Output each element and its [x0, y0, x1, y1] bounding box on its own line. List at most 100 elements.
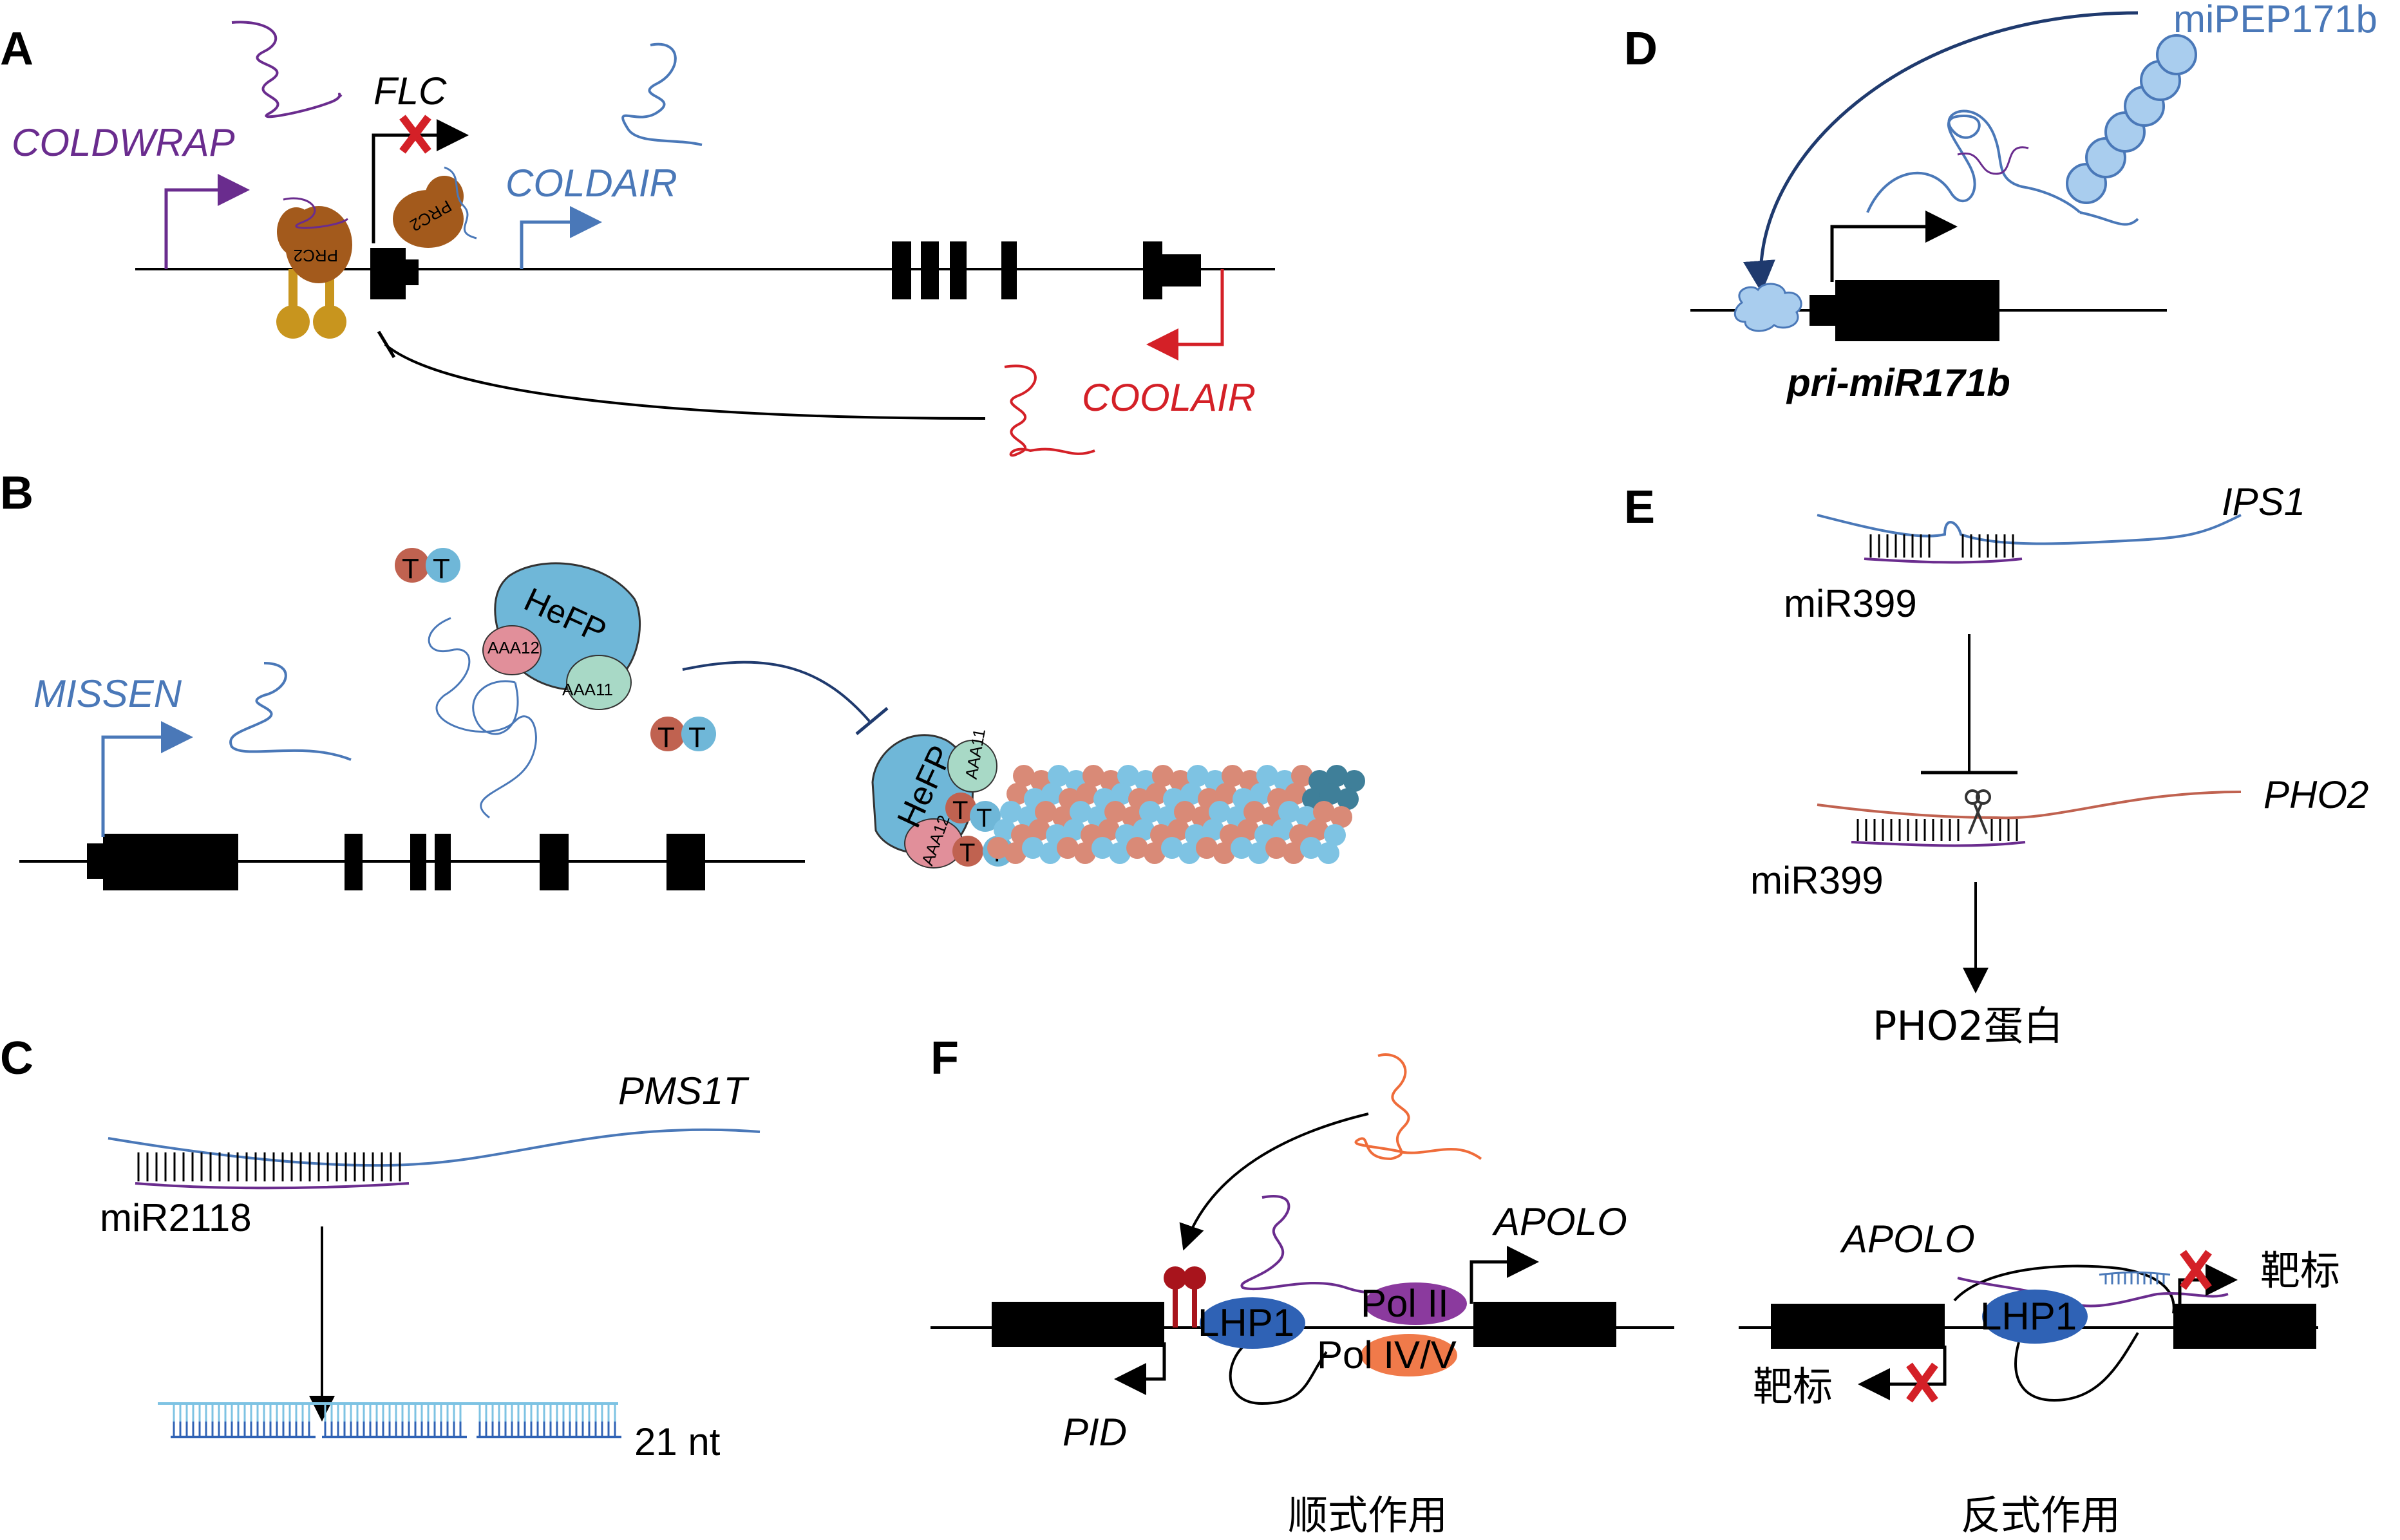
target-left-label: 靶标 [1753, 1363, 1833, 1410]
nucleosome-bead [1237, 819, 1259, 841]
coldwrap-rna-squiggle [231, 21, 343, 118]
nucleosome-bead [1337, 788, 1359, 810]
phasirna-products [158, 1402, 621, 1438]
mipep-rna-squiggle [1866, 109, 2081, 214]
flc-exon-2 [892, 241, 911, 299]
svg-text:T: T [688, 722, 706, 753]
pol2-blob [1364, 1282, 1467, 1325]
trans-right-tss-arrow [2178, 1264, 2238, 1304]
mir2118-label: miR2118 [100, 1196, 252, 1239]
panel-c: C PMS1T miR2118 21 nt [0, 1033, 761, 1463]
flc-label: FLC [373, 70, 447, 113]
ips1-label: IPS1 [2222, 480, 2305, 523]
lhp1-trans-label: LHP1 [1980, 1295, 2077, 1338]
t-pair-middle: T T [650, 717, 716, 753]
svg-text:T: T [433, 553, 450, 585]
panel-a: A FLC COLDWRAP COLDAIR COOLAIR [0, 21, 1275, 457]
missen-exon-6 [666, 834, 705, 890]
apolo-recruit-arrow [1179, 1113, 1369, 1251]
nucleosome-bead [1041, 783, 1063, 805]
nucleosome-bead [1074, 842, 1096, 864]
apolo-cis-label: APOLO [1492, 1200, 1627, 1243]
cleavage-scissors-icon [1965, 789, 1991, 834]
hefp-complex-free: HeFP AAA12 AAA11 [428, 562, 641, 819]
nucleosome-bead [1022, 837, 1044, 859]
nucleosome-bead [1318, 842, 1339, 864]
panel-b: B MISSEN HeFP AAA12 AAA11 T T [0, 467, 1365, 890]
nucleosome-bead [1005, 842, 1026, 864]
nucleosome-bead [994, 819, 1016, 841]
panel-e: E IPS1 miR399 PHO2 miR399 PHO2蛋白 [1624, 480, 2368, 1049]
svg-text:T: T [952, 796, 968, 825]
nucleosome-bead [1028, 819, 1050, 841]
mir2118-pairing-ticks [137, 1152, 401, 1181]
nucleosome-bead [1180, 783, 1202, 805]
missen-exon-4 [435, 834, 451, 890]
nucleosome-bead [1013, 765, 1035, 787]
nucleosome-bead [1243, 801, 1265, 823]
aaa12-label: AAA12 [487, 638, 540, 657]
coolair-repression-line [384, 343, 986, 420]
mir399-top-label: miR399 [1784, 582, 1917, 625]
nucleosome-bead [1330, 806, 1352, 828]
nucleosome-bead [1006, 783, 1028, 805]
nucleosome-bead [1222, 765, 1243, 787]
apolo-gene-box [1473, 1302, 1616, 1347]
nucleosome-bead [1343, 770, 1365, 792]
coolair-repression-bar [377, 330, 396, 359]
missen-exon-3 [410, 834, 426, 890]
nucleosome-bead [1256, 765, 1278, 787]
nucleosome-bead [1278, 801, 1300, 823]
panel-d-letter: D [1624, 23, 1658, 75]
coldwrap-label: COLDWRAP [12, 121, 235, 164]
nucleosome-bead [1283, 842, 1305, 864]
nucleosome-bead [1167, 819, 1189, 841]
lhp1-cis-label: LHP1 [1198, 1301, 1294, 1344]
trans-chromatin-loop [2014, 1331, 2139, 1402]
mir399-ips1-pairing-ticks [1869, 534, 2014, 558]
mir399-bottom-strand [1851, 841, 2026, 847]
nucleosome-bead [1196, 837, 1218, 859]
nt21-label: 21 nt [634, 1420, 721, 1463]
coldwrap-tss-arrow [164, 174, 250, 269]
nucleosome-bead [1098, 819, 1120, 841]
methylation-marks-icon [1164, 1266, 1206, 1328]
nucleosome-bead [1057, 837, 1079, 859]
trans-right-target-box [2173, 1304, 2316, 1349]
nucleosome-bead [1174, 801, 1196, 823]
nucleosome-bead [1231, 837, 1252, 859]
apolo-trans-rna [1957, 1277, 2229, 1308]
nucleosome-bead [1213, 842, 1235, 864]
nucleosome-bead [1209, 801, 1231, 823]
hefp-repression-line [682, 661, 871, 722]
apolo-rloop-pairing-ticks [2104, 1273, 2165, 1284]
pho2-label: PHO2 [2263, 773, 2368, 816]
apolo-cis-tss-arrow [1469, 1246, 1539, 1304]
svg-text:T: T [976, 804, 992, 832]
apolo-trans-label: APOLO [1840, 1217, 1975, 1261]
peptide-bead [2156, 34, 2197, 75]
missen-exon-5 [540, 834, 569, 890]
cis-caption: 顺式作用 [1288, 1492, 1448, 1537]
nucleosome-bead [1146, 783, 1167, 805]
nucleosome-bead [1133, 819, 1155, 841]
pms1t-transcript [108, 1128, 761, 1167]
nucleosome-bead [1161, 837, 1183, 859]
nucleosome-bead [1117, 765, 1139, 787]
nucleosome-bead [1144, 842, 1166, 864]
nucleosome-bead [1326, 765, 1348, 787]
mipep-feedback-arrow [1743, 11, 2139, 293]
aaa11-label: AAA11 [562, 680, 613, 699]
mipep-label: miPEP171b [2173, 0, 2377, 41]
trans-caption: 反式作用 [1961, 1492, 2121, 1537]
mipep-ribosome-strand [1957, 146, 2029, 175]
cis-chromatin-loop [1229, 1344, 1328, 1405]
nucleosome-bead [1300, 837, 1322, 859]
chromatin-fiber [987, 765, 1365, 864]
lhp1-trans-blob [1982, 1290, 2088, 1344]
prc2-complex-right: PRC2 [393, 166, 477, 248]
nucleosome-bead [1250, 783, 1272, 805]
pol2-label: Pol II [1361, 1282, 1449, 1325]
trans-left-tss-arrow [1858, 1346, 1947, 1400]
